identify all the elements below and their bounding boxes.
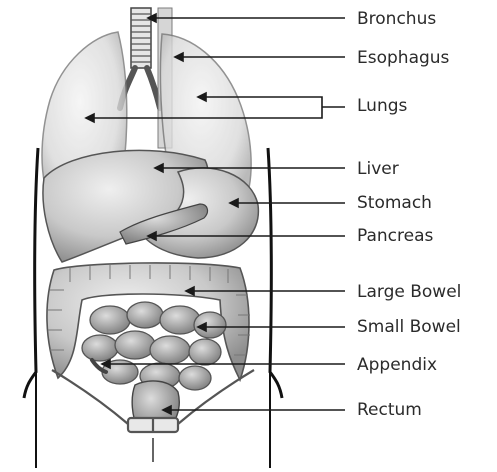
- label-stomach: Stomach: [357, 193, 432, 213]
- label-small-bowel: Small Bowel: [357, 317, 461, 337]
- label-appendix: Appendix: [357, 355, 437, 375]
- label-esophagus: Esophagus: [357, 48, 449, 68]
- label-lungs: Lungs: [357, 96, 407, 116]
- label-large-bowel: Large Bowel: [357, 282, 461, 302]
- label-liver: Liver: [357, 159, 399, 179]
- label-rectum: Rectum: [357, 400, 422, 420]
- small-bowel: [82, 302, 226, 390]
- label-pancreas: Pancreas: [357, 226, 433, 246]
- label-bronchus: Bronchus: [357, 9, 436, 29]
